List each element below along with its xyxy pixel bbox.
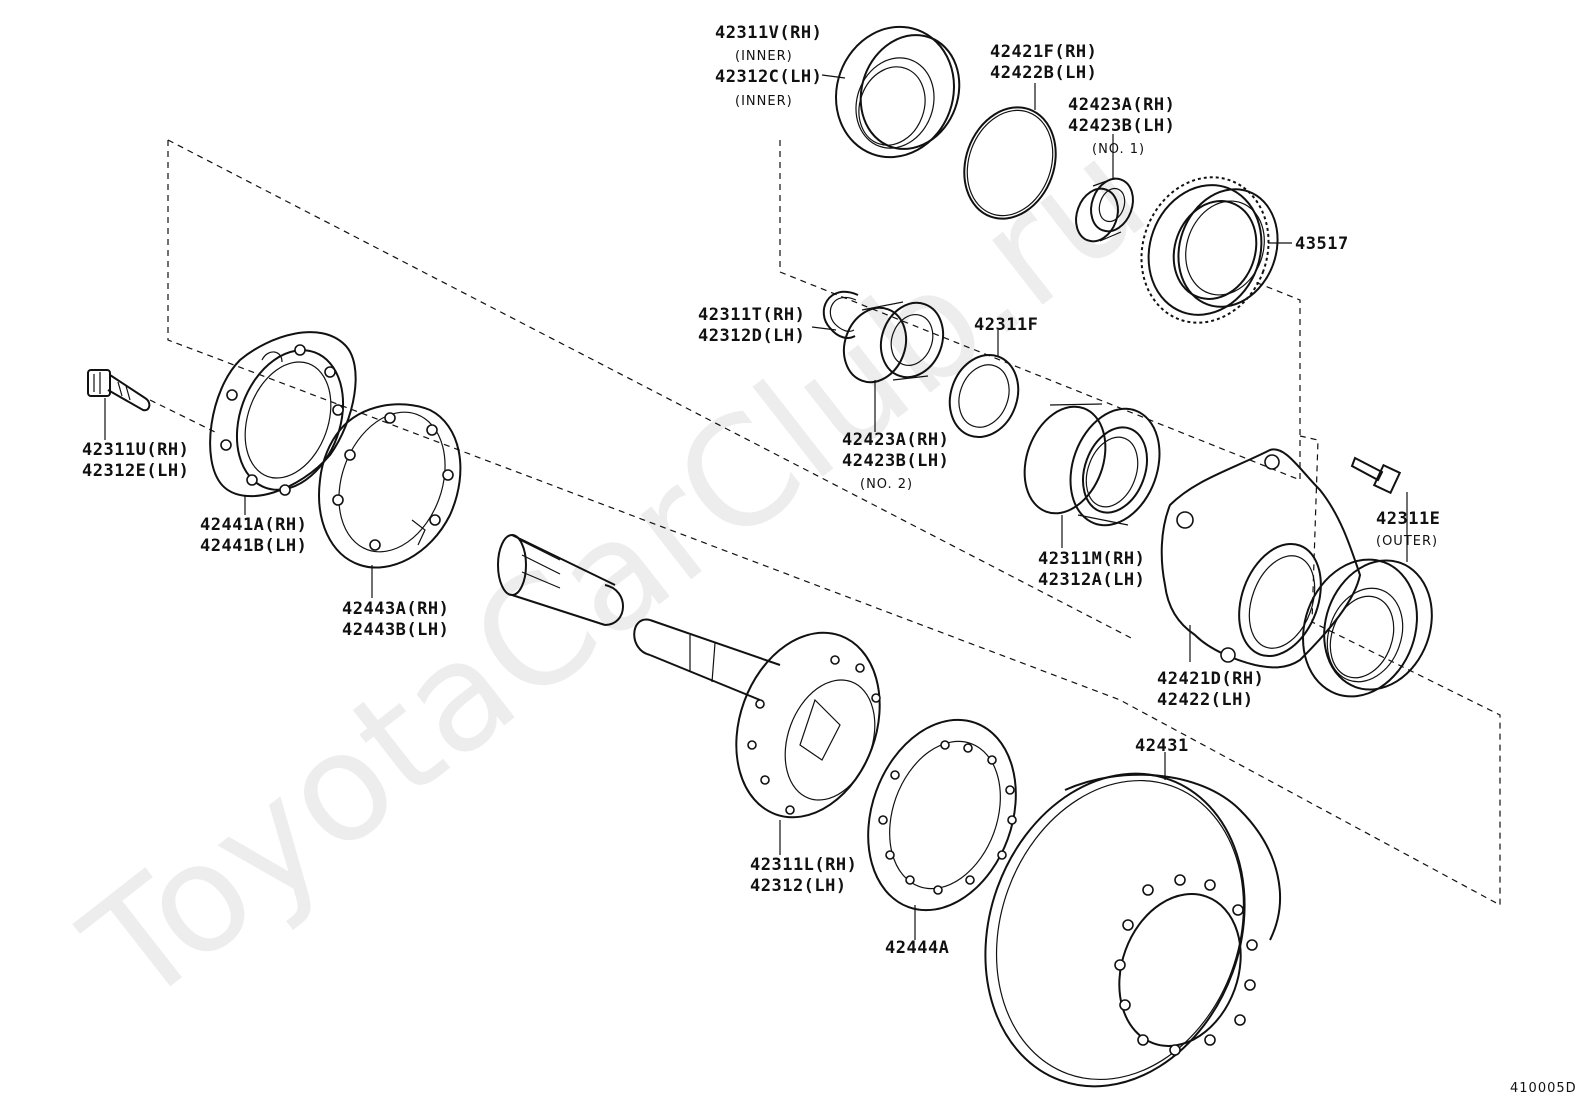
label-line: (INNER) — [735, 49, 793, 64]
label-line: 42443A(RH) — [342, 599, 449, 619]
hub-bolt — [87, 369, 151, 412]
flange-gasket — [867, 718, 1017, 912]
retainer-gasket — [318, 403, 462, 569]
label-43517: 43517 — [1295, 234, 1349, 254]
watermark: ToyotaCarClub.ru — [54, 108, 1177, 1039]
label-42444A: 42444A — [885, 938, 949, 958]
label-line: 42421D(RH) — [1157, 669, 1264, 689]
housing-bolt — [1350, 456, 1402, 495]
label-line: 42422(LH) — [1157, 690, 1254, 710]
label-42311T: 42311T(RH) 42312D(LH) — [698, 305, 805, 346]
label-line: 42423A(RH) — [1068, 95, 1175, 115]
label-line: 42423B(LH) — [1068, 116, 1175, 136]
label-42311F: 42311F — [974, 315, 1038, 335]
abs-sensor-rotor — [1140, 176, 1279, 324]
label-line: 42423A(RH) — [842, 430, 949, 450]
label-line: 42441A(RH) — [200, 515, 307, 535]
seal-ring — [948, 353, 1020, 439]
label-42311U: 42311U(RH) 42312E(LH) — [82, 440, 189, 481]
label-line: 42311V(RH) — [715, 23, 822, 43]
label-42311E: 42311E (OUTER) — [1376, 509, 1440, 549]
assembly-guide-lines — [149, 139, 1501, 907]
label-line: 42312A(LH) — [1038, 570, 1145, 590]
label-line: (NO. 2) — [860, 477, 913, 492]
label-line: 42422B(LH) — [990, 63, 1097, 83]
label-line: 42431 — [1135, 736, 1189, 756]
label-42421D: 42421D(RH) 42422(LH) — [1157, 669, 1264, 710]
label-line: 42441B(LH) — [200, 536, 307, 556]
label-42423A-no1: 42423A(RH) 42423B(LH) (NO. 1) — [1068, 95, 1175, 157]
oil-seal-outer — [1302, 558, 1433, 698]
label-line: 42311F — [974, 315, 1038, 335]
label-line: 42311M(RH) — [1038, 549, 1145, 569]
label-line: (NO. 1) — [1092, 142, 1145, 157]
spacer-no2 — [842, 301, 945, 384]
axle-shaft — [497, 534, 781, 701]
label-line: 42423B(LH) — [842, 451, 949, 471]
label-line: 42444A — [885, 938, 949, 958]
spacer-no1 — [1075, 177, 1134, 243]
label-42311M: 42311M(RH) 42312A(LH) — [1038, 549, 1145, 590]
label-line: (OUTER) — [1376, 534, 1438, 549]
label-line: 43517 — [1295, 234, 1349, 254]
o-ring — [963, 106, 1057, 220]
leader-lines — [104, 74, 1408, 940]
label-line: 42311L(RH) — [750, 855, 857, 875]
bearing-retainer-plate — [209, 331, 357, 498]
label-line: 42421F(RH) — [990, 42, 1097, 62]
label-line: 42312C(LH) — [715, 67, 822, 87]
label-42421F: 42421F(RH) 42422B(LH) — [990, 42, 1097, 83]
label-42431: 42431 — [1135, 736, 1189, 756]
label-42443A: 42443A(RH) 42443B(LH) — [342, 599, 449, 640]
label-line: 42312D(LH) — [698, 326, 805, 346]
oil-seal-inner — [835, 25, 961, 159]
label-line: 42311T(RH) — [698, 305, 805, 325]
label-line: 42443B(LH) — [342, 620, 449, 640]
label-42311L: 42311L(RH) 42312(LH) — [750, 855, 857, 896]
label-42423A-no2: 42423A(RH) 42423B(LH) (NO. 2) — [842, 430, 949, 492]
axle-hub-flange — [735, 631, 881, 819]
label-line: 42311U(RH) — [82, 440, 189, 460]
hub-bearing — [1023, 403, 1161, 527]
label-42311V: 42311V(RH) (INNER) 42312C(LH) (INNER) — [715, 23, 822, 109]
label-line: 42312E(LH) — [82, 461, 189, 481]
axle-housing-flange — [1160, 448, 1362, 669]
label-line: (INNER) — [735, 94, 793, 109]
label-line: 42312(LH) — [750, 876, 847, 896]
brake-drum — [984, 772, 1281, 1088]
label-42441A: 42441A(RH) 42441B(LH) — [200, 515, 307, 556]
figure-code: 410005D — [1510, 1081, 1577, 1096]
label-line: 42311E — [1376, 509, 1440, 529]
